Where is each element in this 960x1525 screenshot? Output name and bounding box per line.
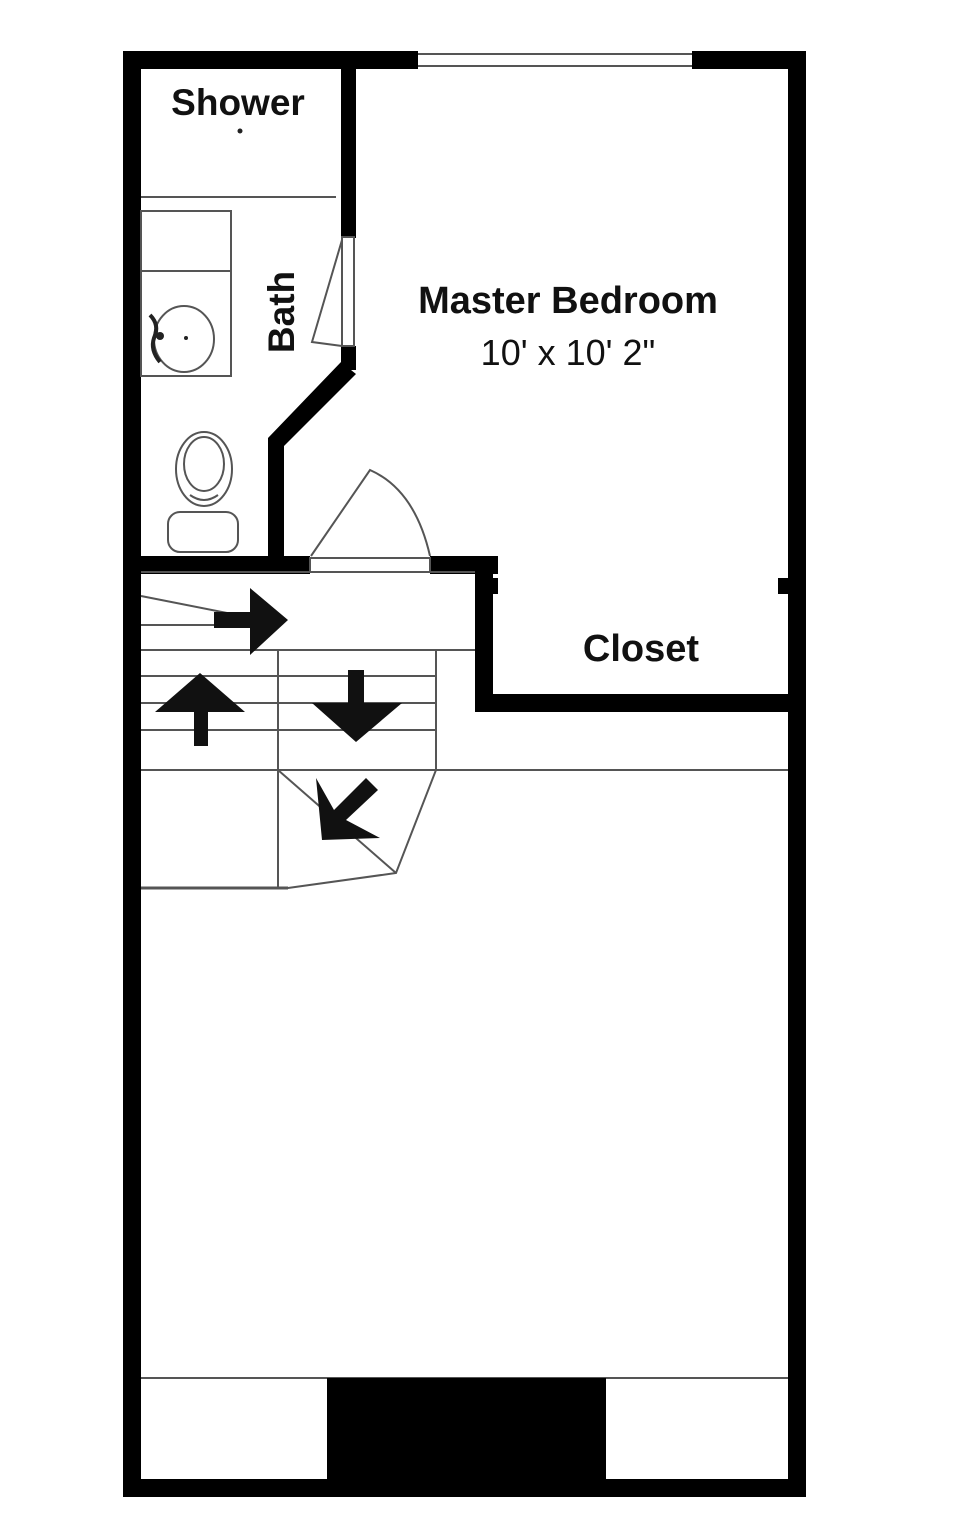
closet-wall-left xyxy=(475,556,493,712)
closet-door-jamb-right xyxy=(778,578,790,594)
arrow-right-icon xyxy=(214,588,288,655)
staircase xyxy=(140,571,788,890)
sink-icon xyxy=(153,305,215,373)
room-label-closet: Closet xyxy=(583,628,699,670)
fireplace-block xyxy=(327,1378,606,1479)
closet-wall-bottom xyxy=(475,694,806,712)
bottom-feature xyxy=(141,1377,788,1479)
arrow-down-icon xyxy=(312,670,402,742)
arrow-down-left-icon xyxy=(316,778,380,840)
closet-walls xyxy=(475,556,806,712)
window-top xyxy=(418,53,692,67)
room-dimensions-master-bedroom: 10' x 10' 2" xyxy=(481,332,656,373)
vanity xyxy=(140,210,232,377)
shower-drain-icon xyxy=(237,128,243,134)
wall-top-left xyxy=(123,51,418,69)
shower-area xyxy=(141,128,336,198)
closet-door-jamb-left xyxy=(488,578,498,594)
faucet-icon xyxy=(148,313,162,364)
bath-divider-wall-diagonal xyxy=(268,362,356,566)
bedroom-door xyxy=(309,468,431,573)
wall-bath-bottom xyxy=(123,556,310,574)
room-label-shower: Shower xyxy=(171,82,305,123)
wall-bottom xyxy=(123,1479,806,1497)
bath-door xyxy=(310,236,355,347)
room-label-bath: Bath xyxy=(261,271,302,353)
wall-left xyxy=(123,51,141,1497)
outer-walls xyxy=(123,51,806,1497)
arrow-up-icon xyxy=(155,673,245,746)
room-label-master-bedroom: Master Bedroom xyxy=(418,280,718,322)
wall-top-right xyxy=(692,51,806,69)
bath-divider-wall-upper xyxy=(341,60,356,238)
bath-divider-wall-stub xyxy=(341,346,356,370)
bathroom-walls xyxy=(123,60,498,574)
wall-right xyxy=(788,51,806,1497)
toilet-icon xyxy=(167,431,239,553)
